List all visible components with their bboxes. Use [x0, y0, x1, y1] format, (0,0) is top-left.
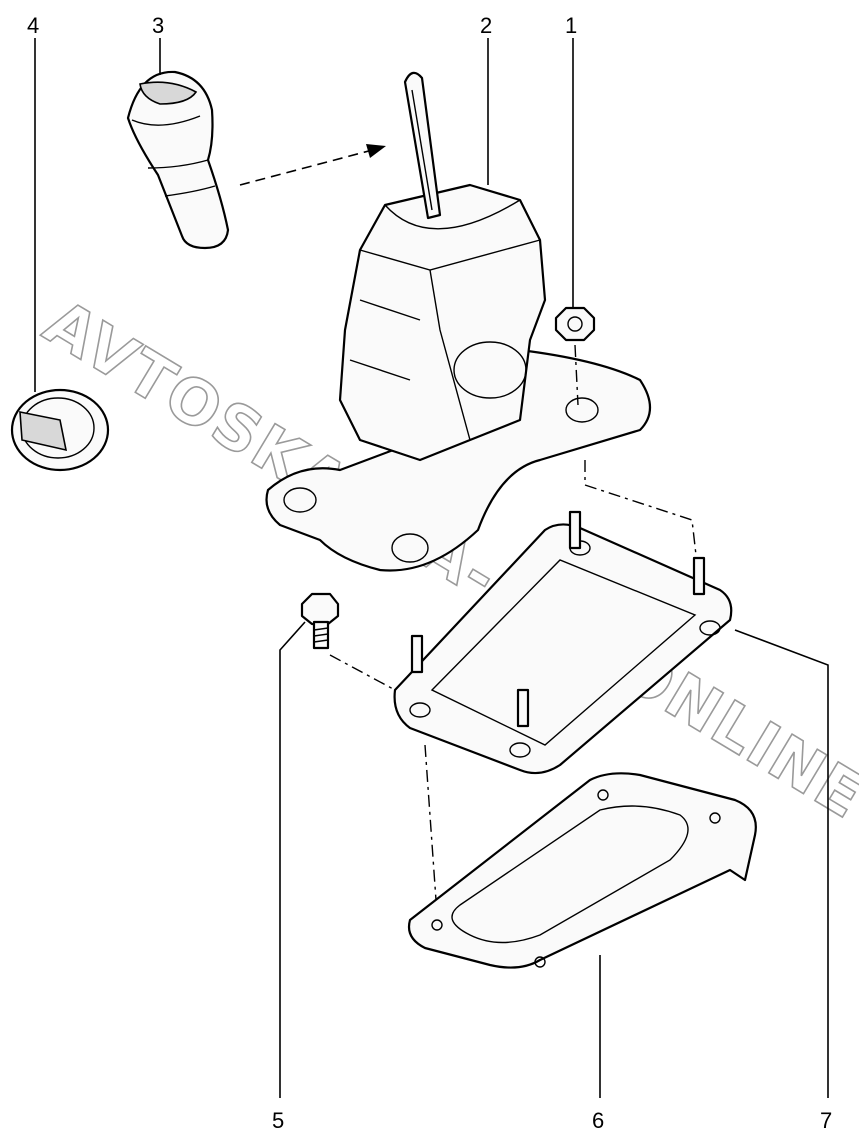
arrow-knob-to-lever	[239, 147, 381, 186]
nut-alignment-line	[574, 344, 579, 406]
callout-6: 6	[592, 1108, 604, 1133]
leader-5	[279, 621, 306, 1098]
part-2-shifter-assembly[interactable]	[265, 71, 652, 572]
callout-4: 4	[27, 13, 39, 38]
part-1-nut[interactable]	[554, 306, 596, 342]
leader-7	[734, 629, 829, 1098]
part-4-grommet[interactable]	[10, 388, 110, 472]
callout-3: 3	[152, 13, 164, 38]
plate-alignment-line-left	[329, 654, 396, 691]
part-7-mounting-plate[interactable]	[393, 510, 733, 775]
callout-2: 2	[480, 13, 492, 38]
callout-1: 1	[565, 13, 577, 38]
callout-7: 7	[820, 1108, 832, 1133]
part-6-seal-frame[interactable]	[407, 772, 757, 969]
callout-5: 5	[272, 1108, 284, 1133]
part-5-bolt[interactable]	[300, 592, 340, 650]
part-3-shift-knob[interactable]	[126, 70, 230, 250]
arrow-head	[366, 144, 386, 158]
plate-alignment-line-down	[424, 744, 437, 901]
plate-alignment-line-right	[584, 460, 697, 556]
